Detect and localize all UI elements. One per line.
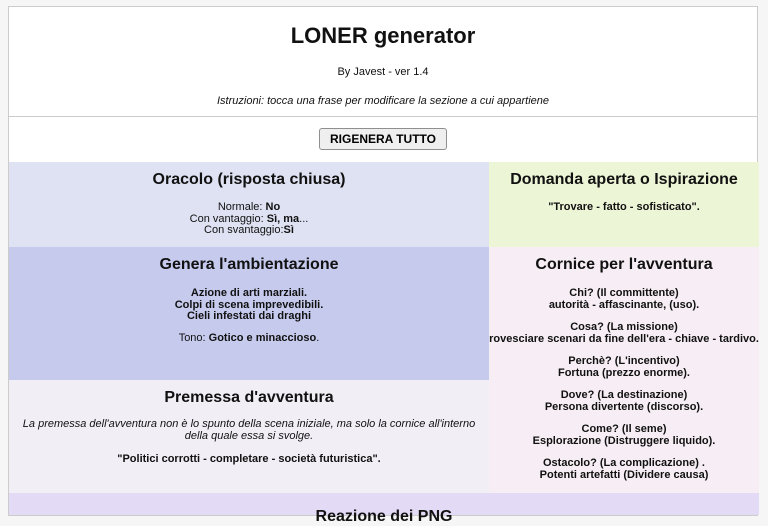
premessa-title: Premessa d'avventura	[164, 389, 334, 406]
toolbar: RIGENERA TUTTO	[9, 116, 757, 162]
cornice-entry-come[interactable]: Come? (Il seme) Esplorazione (Distrugger…	[489, 423, 759, 447]
byline: By Javest - ver 1.4	[337, 66, 429, 78]
section-oracolo[interactable]: Oracolo (risposta chiusa) Normale: No Co…	[9, 162, 489, 247]
section-cornice[interactable]: Cornice per l'avventura Chi? (Il committ…	[489, 247, 759, 493]
instructions-text: Istruzioni: tocca una frase per modifica…	[216, 95, 549, 107]
oracle-normal-result[interactable]: Normale: No	[217, 201, 281, 213]
sections-grid: Oracolo (risposta chiusa) Normale: No Co…	[9, 162, 759, 525]
premessa-result[interactable]: "Politici corrotti - completare - societ…	[117, 453, 381, 465]
app-card: LONER generator By Javest - ver 1.4 Istr…	[8, 6, 759, 525]
page-title: LONER generator	[290, 23, 476, 48]
section-domanda[interactable]: Domanda aperta o Ispirazione "Trovare - …	[489, 162, 759, 247]
oracolo-title: Oracolo (risposta chiusa)	[152, 171, 346, 188]
cornice-answer: Persona divertente (discorso).	[544, 400, 704, 413]
cornice-answer: Fortuna (prezzo enorme).	[557, 366, 690, 379]
reazione-title: Reazione dei PNG	[315, 508, 453, 525]
section-reazione[interactable]: Reazione dei PNG	[9, 493, 759, 525]
cornice-question: Ostacolo? (La complicazione) .	[543, 457, 705, 469]
cornice-answer: rovesciare scenari da fine dell'era - ch…	[489, 332, 759, 345]
cornice-question: Dove? (La destinazione)	[560, 389, 688, 401]
cornice-answer: Esplorazione (Distruggere liquido).	[532, 434, 716, 447]
section-premessa[interactable]: Premessa d'avventura La premessa dell'av…	[9, 380, 489, 493]
cornice-entry-perche[interactable]: Perchè? (L'incentivo) Fortuna (prezzo en…	[489, 355, 759, 379]
oracle-advantage-result[interactable]: Con vantaggio: Sì, ma...	[189, 212, 309, 225]
setting-element-1[interactable]: Azione di arti marziali.	[190, 287, 308, 299]
regenerate-all-button[interactable]: RIGENERA TUTTO	[318, 128, 447, 150]
cornice-title: Cornice per l'avventura	[535, 256, 713, 273]
cornice-question: Chi? (Il committente)	[569, 287, 679, 299]
oracle-disadvantage-result[interactable]: Con svantaggio:Sì	[204, 224, 294, 236]
section-ambientazione[interactable]: Genera l'ambientazione Azione di arti ma…	[9, 247, 489, 380]
domanda-result[interactable]: "Trovare - fatto - sofisticato".	[548, 201, 700, 213]
cornice-question: Come? (Il seme)	[581, 423, 667, 435]
cornice-entry-dove[interactable]: Dove? (La destinazione) Persona diverten…	[489, 389, 759, 413]
ambientazione-title: Genera l'ambientazione	[159, 256, 339, 273]
setting-element-3[interactable]: Cieli infestati dai draghi	[186, 310, 312, 322]
cornice-entry-chi[interactable]: Chi? (Il committente) autorità - affasci…	[489, 287, 759, 311]
cornice-question: Perchè? (L'incentivo)	[568, 355, 680, 367]
setting-element-2[interactable]: Colpi di scena imprevedibili.	[174, 298, 324, 311]
premessa-note: La premessa dell'avventura non è lo spun…	[22, 418, 476, 442]
domanda-title: Domanda aperta o Ispirazione	[510, 171, 738, 188]
cornice-question: Cosa? (La missione)	[570, 321, 678, 333]
cornice-answer: Potenti artefatti (Dividere causa)	[539, 468, 709, 481]
cornice-entry-ostacolo[interactable]: Ostacolo? (La complicazione) . Potenti a…	[489, 457, 759, 481]
setting-tone[interactable]: Tono: Gotico e minaccioso.	[178, 331, 320, 344]
cornice-answer: autorità - affascinante, (uso).	[548, 298, 700, 311]
cornice-entry-cosa[interactable]: Cosa? (La missione) rovesciare scenari d…	[489, 321, 759, 345]
page-header: LONER generator By Javest - ver 1.4 Istr…	[9, 7, 757, 116]
